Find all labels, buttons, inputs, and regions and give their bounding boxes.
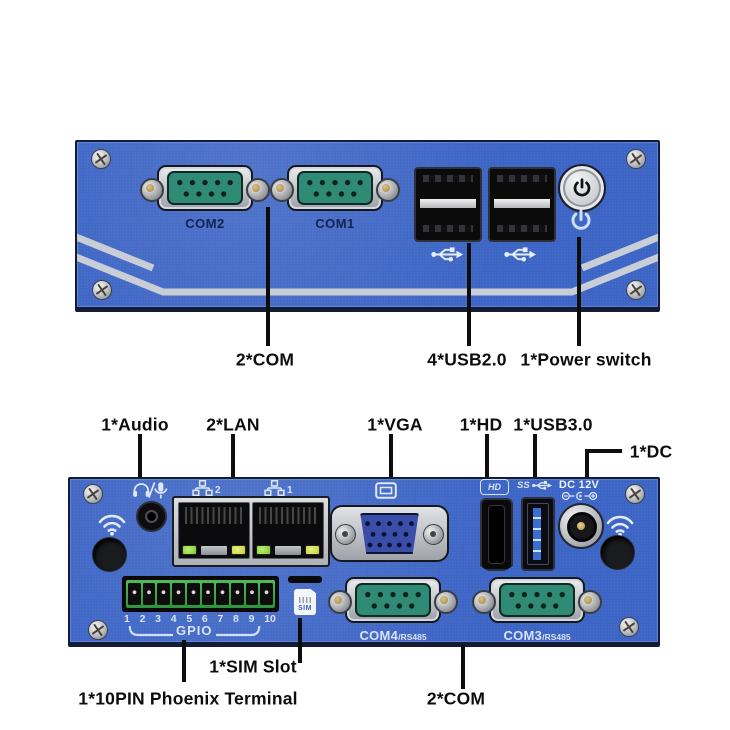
hdmi-port xyxy=(480,498,513,571)
lan2-icon: 2 xyxy=(192,480,221,496)
lan-led-green xyxy=(182,545,197,555)
screw-icon xyxy=(625,484,645,504)
power-icon xyxy=(573,178,591,197)
annotation-dc: 1*DC xyxy=(629,441,673,462)
usb-trident-icon xyxy=(504,247,537,262)
monitor-icon xyxy=(375,482,397,499)
lan-icon xyxy=(192,480,213,496)
com4-port xyxy=(328,577,458,623)
antenna-hole xyxy=(601,536,634,569)
usb2-port-stack xyxy=(414,167,482,242)
gpio-pin-number: 3 xyxy=(155,613,161,625)
power-button xyxy=(558,164,606,212)
com4-port-label: COM4/RS485 xyxy=(359,628,427,643)
wifi-icon xyxy=(98,514,126,536)
audio-jack xyxy=(136,501,167,532)
rear-panel: 2 1 HD SS xyxy=(68,477,660,647)
leader-line xyxy=(182,640,186,682)
gpio-pin-number: 10 xyxy=(264,613,276,625)
gpio-pin-number: 2 xyxy=(139,613,146,625)
antenna-hole xyxy=(93,538,126,571)
lan1-number: 1 xyxy=(287,485,293,496)
annotation-usb3: 1*USB3.0 xyxy=(513,414,593,435)
lan1-icon: 1 xyxy=(264,480,293,496)
lan-port-bezel xyxy=(172,496,330,567)
leader-line xyxy=(231,434,235,477)
com1-port xyxy=(270,165,400,211)
leader-line xyxy=(461,645,465,689)
dc-polarity-icon xyxy=(561,491,598,501)
screw-icon xyxy=(92,280,112,300)
power-print-icon xyxy=(571,209,591,230)
sim-card-icon: SIM xyxy=(294,589,316,615)
screw-icon xyxy=(619,617,639,637)
sim-slot xyxy=(288,576,322,583)
annotation-vga: 1*VGA xyxy=(367,414,423,435)
gpio-pin-number: 7 xyxy=(217,613,224,625)
leader-line xyxy=(585,449,622,453)
annotation-rear-com: 2*COM xyxy=(426,688,486,709)
annotation-front-usb: 4*USB2.0 xyxy=(427,349,507,370)
annotation-sim-slot: 1*SIM Slot xyxy=(209,656,297,677)
screw-icon xyxy=(88,620,108,640)
annotation-lan: 2*LAN xyxy=(206,414,260,435)
gpio-pin-number: 5 xyxy=(186,613,193,625)
annotation-audio: 1*Audio xyxy=(101,414,169,435)
gpio-pin-number: 9 xyxy=(248,613,255,625)
hd-icon: HD xyxy=(480,479,509,495)
wifi-icon xyxy=(606,515,634,537)
leader-line xyxy=(138,434,142,477)
gpio-pin-number: 4 xyxy=(170,613,177,625)
panel-stripe-decoration xyxy=(77,233,658,296)
headset-mic-icon xyxy=(133,482,168,499)
usb-trident-icon xyxy=(431,247,464,262)
com2-port xyxy=(140,165,270,211)
lan1-port xyxy=(252,502,324,559)
leader-line xyxy=(577,237,581,346)
leader-line xyxy=(585,449,589,477)
com3-port-label: COM3/RS485 xyxy=(503,628,571,643)
com1-port-label: COM1 xyxy=(315,216,355,231)
lan-led-green xyxy=(256,545,271,555)
annotation-front-com: 2*COM xyxy=(235,349,295,370)
front-panel: COM2 COM1 xyxy=(75,140,660,312)
dc-power-jack xyxy=(558,503,604,549)
leader-line xyxy=(533,434,537,477)
vga-port xyxy=(330,505,449,562)
leader-line xyxy=(298,618,302,663)
gpio-pin-number: 8 xyxy=(233,613,239,625)
leader-line xyxy=(389,434,393,477)
leader-line xyxy=(485,434,489,477)
annotation-hd: 1*HD xyxy=(459,414,503,435)
screw-icon xyxy=(626,149,646,169)
leader-line xyxy=(266,207,270,346)
lan2-number: 2 xyxy=(215,485,221,496)
gpio-terminal xyxy=(122,576,279,612)
usb3-port xyxy=(521,497,555,571)
lan-led-yellow xyxy=(305,545,320,555)
screw-icon xyxy=(91,149,111,169)
gpio-pin-number: 6 xyxy=(201,613,208,625)
screw-icon xyxy=(626,280,646,300)
usb2-port-stack xyxy=(488,167,556,242)
com2-port-label: COM2 xyxy=(185,216,225,231)
gpio-label: GPIO xyxy=(127,623,273,638)
com3-port xyxy=(472,577,602,623)
lan2-port xyxy=(178,502,250,559)
lan-led-yellow xyxy=(231,545,246,555)
screw-icon xyxy=(83,484,103,504)
leader-line xyxy=(467,243,471,346)
gpio-pin-number: 1 xyxy=(124,613,130,625)
lan-icon xyxy=(264,480,285,496)
annotation-phoenix-terminal: 1*10PIN Phoenix Terminal xyxy=(78,688,298,709)
usb-ss-icon: SS xyxy=(517,480,553,491)
dc-12v-label: DC 12V xyxy=(558,479,600,491)
annotation-front-power: 1*Power switch xyxy=(520,349,652,370)
